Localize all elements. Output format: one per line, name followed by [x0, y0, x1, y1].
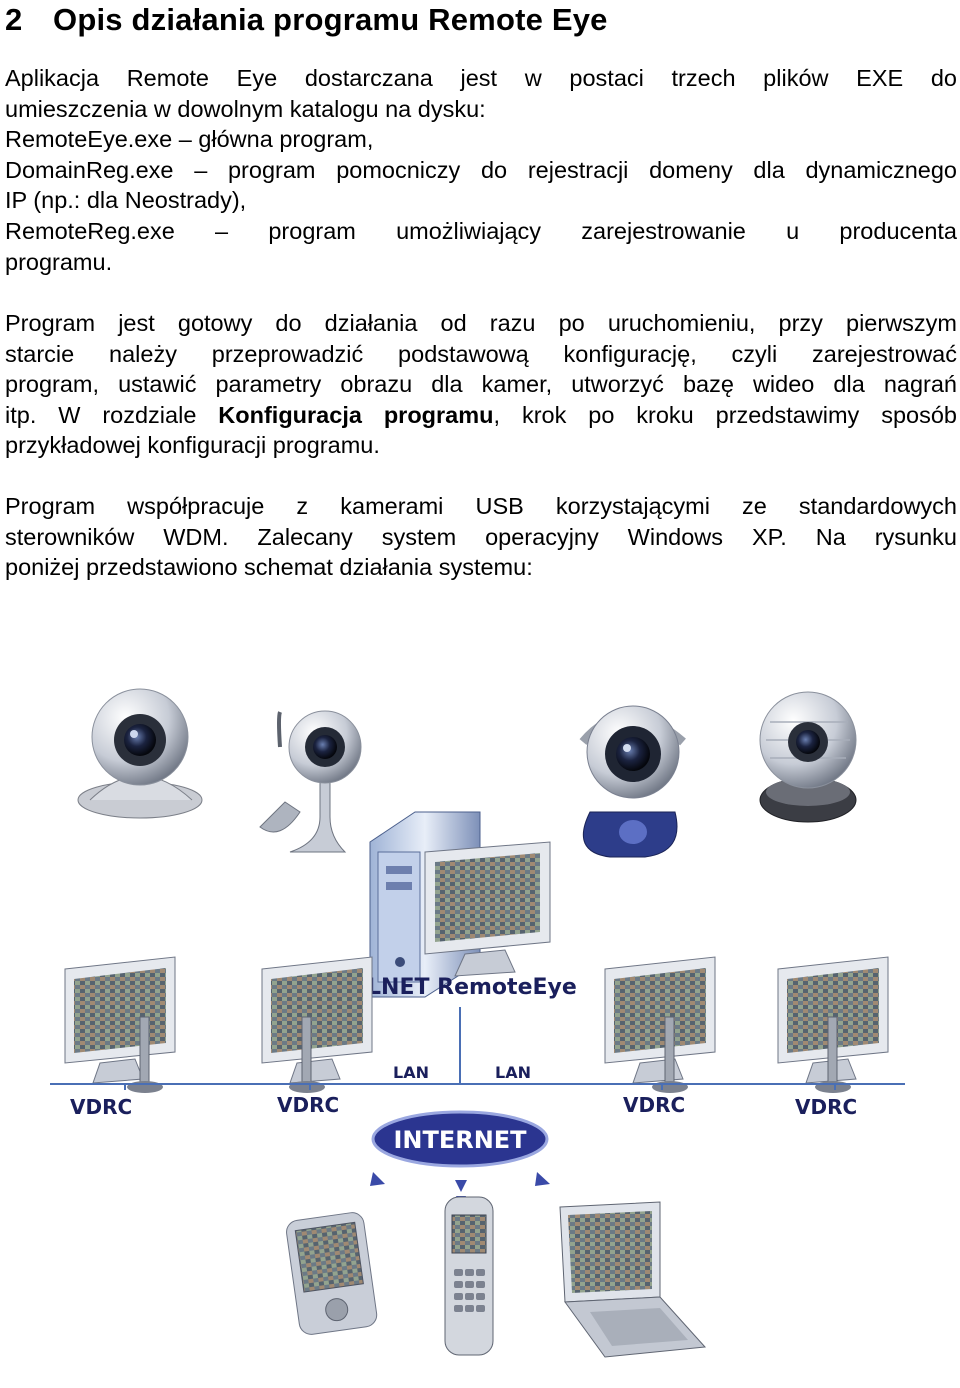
text-line: przykładowej konfiguracji programu.	[5, 432, 380, 459]
monitor-icon	[261, 956, 373, 1093]
client-label: VDRC	[795, 1095, 857, 1119]
monitor-icon	[777, 956, 889, 1093]
paragraph-requirements: Program współpracuje z kamerami USB korz…	[5, 491, 957, 583]
text-line: IP (np.: dla Neostrady),	[5, 187, 247, 214]
paragraph-files: Aplikacja Remote Eye dostarczana jest w …	[5, 63, 957, 277]
monitor-icon	[604, 956, 716, 1093]
internet-badge: INTERNET	[371, 1110, 549, 1168]
text-line: umieszczenia w dowolnym katalogu na dysk…	[5, 95, 486, 122]
text-line: program, ustawić parametry obrazu dla ka…	[5, 371, 957, 398]
pda-icon	[286, 1212, 378, 1335]
text-line: RemoteReg.exe – program umożliwiający za…	[5, 217, 957, 244]
lan-label: LAN	[393, 1063, 429, 1082]
section-title: Opis działania programu Remote Eye	[53, 2, 608, 37]
monitor-icon	[64, 956, 176, 1093]
system-diagram: ALNET RemoteEye LAN LAN VD	[50, 688, 905, 1358]
text-line: Program jest gotowy do działania od razu…	[5, 310, 957, 336]
signal-arrows	[370, 1172, 550, 1205]
text-line: sterowników WDM. Zalecany system operacy…	[5, 523, 957, 550]
text-line: starcie należy przeprowadzić podstawową …	[5, 340, 957, 367]
text-line: Aplikacja Remote Eye dostarczana jest w …	[5, 65, 957, 91]
text-line: RemoteEye.exe – główna program,	[5, 126, 374, 153]
laptop-icon	[559, 1201, 707, 1358]
section-number: 2	[5, 2, 23, 37]
webcam-icon	[259, 710, 362, 853]
text-line: DomainReg.exe – program pomocniczy do re…	[5, 156, 957, 183]
chapter-reference: Konfiguracja programu	[218, 401, 494, 428]
webcam-icon	[579, 705, 686, 858]
text-line: itp. W rozdziale Konfiguracja programu, …	[5, 400, 957, 431]
monitor-icon	[424, 841, 551, 977]
mobile-phone-icon	[444, 1196, 494, 1356]
lan-label: LAN	[495, 1063, 531, 1082]
client-label: VDRC	[623, 1093, 685, 1117]
internet-label: INTERNET	[393, 1126, 527, 1154]
text-line: Program współpracuje z kamerami USB korz…	[5, 493, 957, 519]
text-fragment: , krok po kroku przedstawimy sposób	[493, 401, 957, 428]
webcam-icon	[759, 691, 857, 823]
text-line: programu.	[5, 248, 113, 275]
webcam-icon	[77, 688, 203, 819]
client-label: VDRC	[70, 1095, 132, 1119]
text-line: poniżej przedstawiono schemat działania …	[5, 554, 533, 581]
server-label: ALNET RemoteEye	[350, 975, 577, 1000]
lan-lines	[50, 1007, 905, 1090]
text-fragment: itp. W rozdziale	[5, 401, 219, 428]
client-label: VDRC	[277, 1093, 339, 1117]
section-heading: 2 Opis działania programu Remote Eye	[5, 2, 608, 38]
paragraph-setup: Program jest gotowy do działania od razu…	[5, 308, 957, 461]
